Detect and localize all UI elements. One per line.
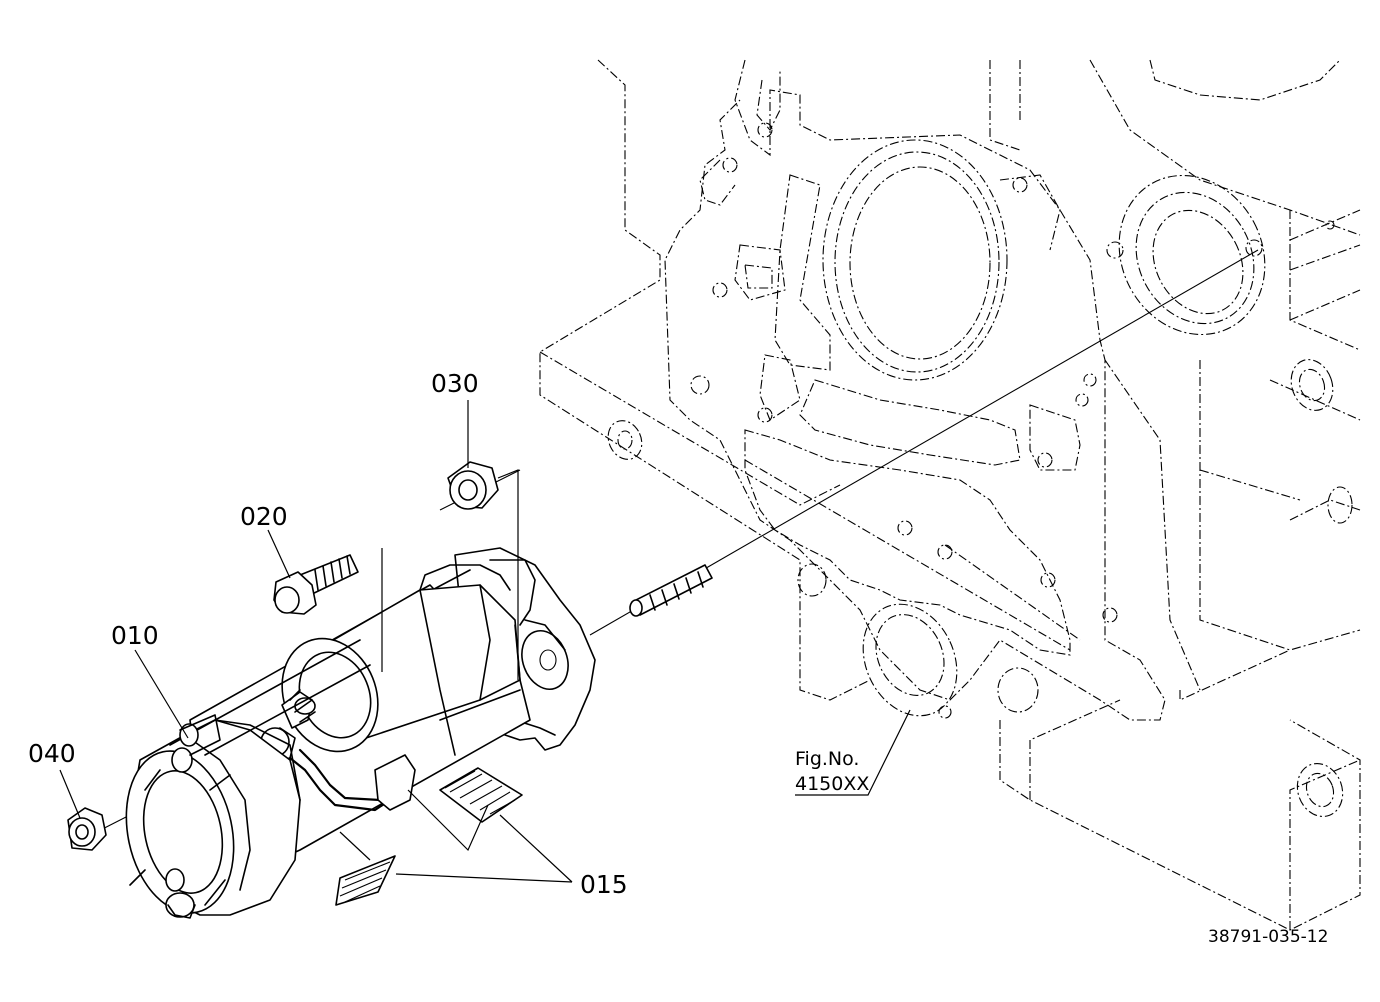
callout-020: 020 (240, 502, 288, 531)
callout-040: 040 (28, 739, 76, 768)
through-bolt-heads (165, 714, 221, 919)
part-030-flange-nut (447, 461, 519, 680)
part-040-nut (67, 807, 107, 851)
drawing-code: 38791-035-12 (1208, 927, 1328, 947)
figure-ref-number: 4150XX (795, 773, 869, 795)
callout-030: 030 (431, 369, 479, 398)
leader-lines (59, 400, 911, 883)
callout-010: 010 (111, 621, 159, 650)
part-015-insulators (335, 767, 523, 906)
engine-ports (607, 122, 1353, 818)
stud-bolt (629, 564, 713, 617)
part-020-bolt (273, 548, 383, 672)
engine-block-outline (539, 59, 1361, 931)
starter-motor (125, 547, 596, 919)
figure-ref-label: Fig.No. (795, 748, 859, 770)
callout-015: 015 (580, 870, 628, 899)
